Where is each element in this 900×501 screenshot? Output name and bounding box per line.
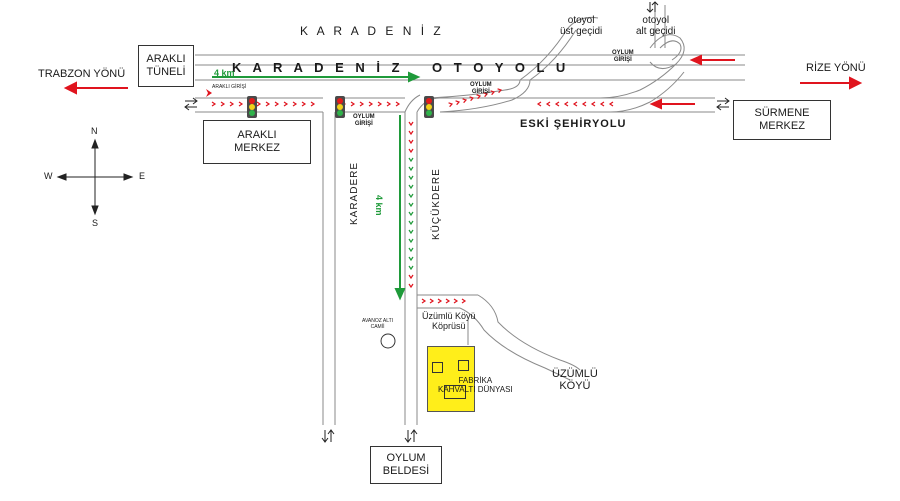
route-chevron <box>437 298 443 304</box>
route-chevron <box>476 94 482 100</box>
sea-label: K A R A D E N İ Z <box>300 24 444 38</box>
upper-interchange-label: otoyol üst geçidi <box>560 15 603 37</box>
route-chevron <box>408 238 414 244</box>
route-chevron <box>408 283 414 289</box>
route-chevron <box>274 101 280 107</box>
route-chevron <box>408 121 414 127</box>
compass-e: E <box>139 171 146 181</box>
route-chevron <box>469 96 475 102</box>
motorway-label-right: O T O Y O L U <box>432 60 570 75</box>
factory-building <box>432 362 443 373</box>
route-chevron <box>292 101 298 107</box>
route-chevron <box>536 101 542 107</box>
factory-building <box>444 385 466 399</box>
route-chevron <box>408 166 414 172</box>
route-chevron <box>455 100 461 106</box>
route-chevron <box>429 298 435 304</box>
route-chevron <box>545 101 551 107</box>
traffic-light <box>424 96 434 118</box>
compass-w: W <box>44 171 53 181</box>
route-chevron <box>408 175 414 181</box>
route-chevron <box>421 298 427 304</box>
route-chevron <box>408 184 414 190</box>
route-chevron <box>590 101 596 107</box>
mosque-label: AVANOZ ALTI CAMİİ <box>362 318 394 330</box>
rize-direction-label: RİZE YÖNÜ <box>806 62 866 74</box>
route-chevron <box>483 92 489 98</box>
route-chevron <box>462 98 468 104</box>
route-chevron <box>301 101 307 107</box>
arakli-entrance-label: ARAKLI GİRİŞİ <box>212 84 247 90</box>
distance-vertical-label: 4 km <box>374 195 384 216</box>
factory-building <box>458 360 469 371</box>
route-chevron <box>408 139 414 145</box>
karadere-street-label: KARADERE <box>349 161 360 225</box>
traffic-light <box>247 96 257 118</box>
route-chevron <box>283 101 289 107</box>
route-chevron <box>408 274 414 280</box>
route-chevron <box>310 101 316 107</box>
oylum-entrance-main-label: OYLUM GİRİŞİ <box>353 114 375 127</box>
arakli-tunnel-box: ARAKLI TÜNELİ <box>138 45 194 87</box>
mosque-icon <box>380 333 396 349</box>
oylum-belde-box: OYLUM BELDESİ <box>370 446 442 484</box>
compass-n: N <box>91 126 98 136</box>
kucukdere-street-label: KÜÇÜKDERE <box>431 168 442 240</box>
oylum-entrance-top-label: OYLUM GİRİŞİ <box>612 50 634 63</box>
uzumlu-village-label: ÜZÜMLÜ KÖYÜ <box>552 368 598 392</box>
route-chevron <box>581 101 587 107</box>
distance-horizontal-label: 4 km <box>214 68 235 78</box>
lower-interchange-label: otoyol alt geçidi <box>636 15 676 37</box>
route-chevron <box>395 101 401 107</box>
route-chevron <box>220 101 226 107</box>
route-chevron <box>368 101 374 107</box>
compass-s: S <box>92 218 99 228</box>
route-chevron <box>265 101 271 107</box>
route-chevron <box>377 101 383 107</box>
factory-block <box>427 346 475 412</box>
route-chevron <box>608 101 614 107</box>
route-chevron <box>229 101 235 107</box>
compass-rose <box>56 138 134 216</box>
route-chevron <box>563 101 569 107</box>
route-chevron <box>497 88 503 94</box>
factory-label: FABRİKA KAHVALTI DÜNYASI <box>438 376 513 394</box>
route-chevron <box>490 90 496 96</box>
route-chevron <box>453 298 459 304</box>
route-chevron <box>408 247 414 253</box>
route-chevron <box>386 101 392 107</box>
route-chevron <box>448 102 454 108</box>
route-chevron <box>408 265 414 271</box>
route-chevron <box>408 256 414 262</box>
surmene-center-box: SÜRMENE MERKEZ <box>733 100 831 140</box>
route-chevron <box>408 229 414 235</box>
motorway-label-left: K A R A D E N İ Z <box>232 60 404 75</box>
route-chevron <box>256 101 262 107</box>
route-chevron <box>408 211 414 217</box>
route-chevron <box>599 101 605 107</box>
route-chevron <box>445 298 451 304</box>
route-chevron <box>408 202 414 208</box>
route-chevron <box>211 101 217 107</box>
route-chevron <box>408 130 414 136</box>
traffic-light <box>335 96 345 118</box>
route-chevron <box>572 101 578 107</box>
route-chevron <box>408 193 414 199</box>
route-chevron <box>408 148 414 154</box>
route-chevron <box>359 101 365 107</box>
bridge-label: Üzümlü Köyü Köprüsü <box>422 311 476 331</box>
route-chevron <box>408 157 414 163</box>
oylum-entrance-mid-label: OYLUM GİRİŞİ <box>470 82 492 95</box>
route-chevron <box>461 298 467 304</box>
arakli-center-box: ARAKLI MERKEZ <box>203 120 311 164</box>
route-chevron <box>238 101 244 107</box>
old-road-label: ESKİ ŞEHİRYOLU <box>520 118 627 130</box>
route-chevron <box>408 220 414 226</box>
trabzon-direction-label: TRABZON YÖNÜ <box>38 68 126 80</box>
route-chevron <box>350 101 356 107</box>
route-chevron <box>554 101 560 107</box>
